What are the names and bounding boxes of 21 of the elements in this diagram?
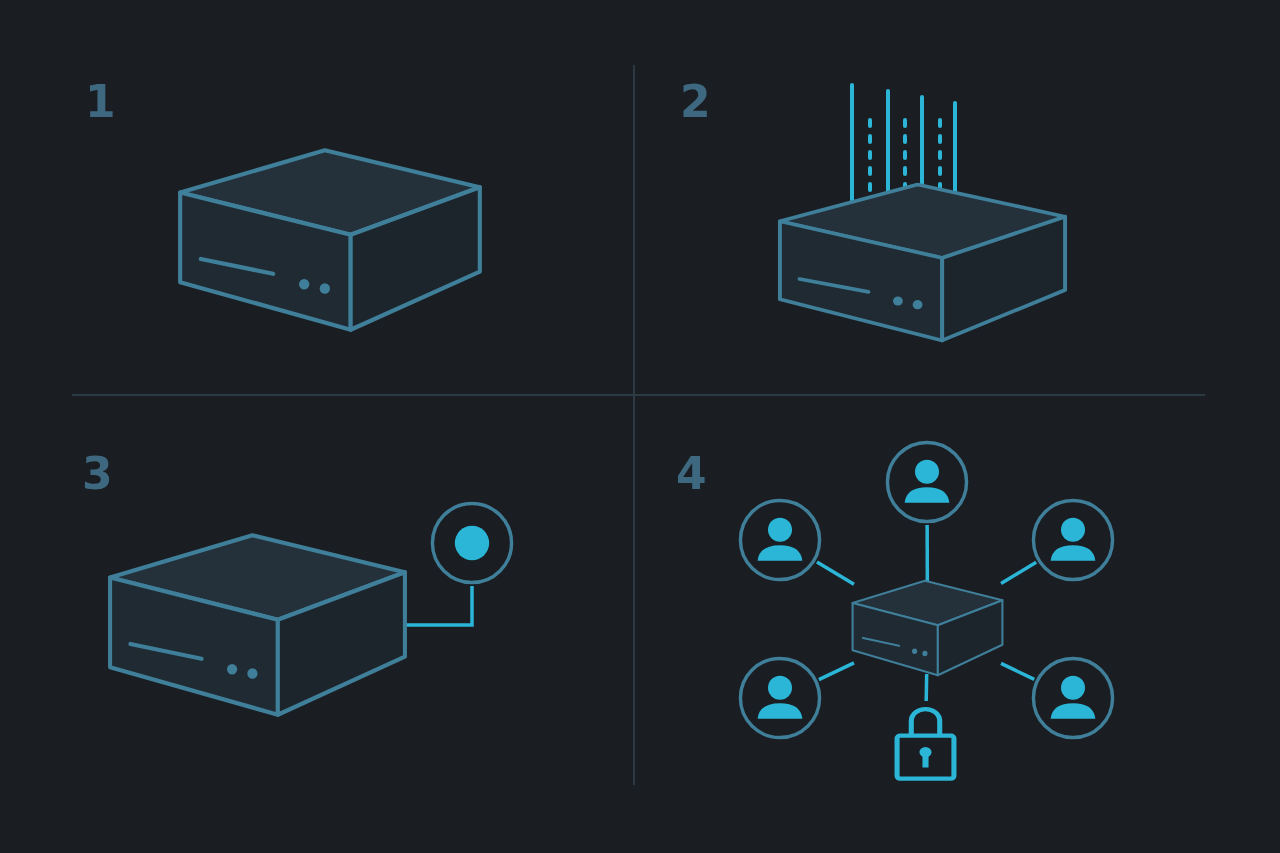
server-icon [175,145,485,335]
step-number: 2 [680,80,711,124]
connector-line [924,673,929,702]
connector-line [1000,661,1035,681]
user-icon [737,497,823,583]
server-icon [105,530,410,720]
connector-line [818,661,855,682]
user-icon [737,655,823,741]
connector-line [1000,560,1038,586]
step-number: 1 [85,80,116,124]
server-icon [850,578,1005,678]
step-number: 3 [82,452,113,496]
server-icon [775,180,1070,345]
user-icon [1030,655,1116,741]
user-icon [884,439,970,525]
user-icon [1030,497,1116,583]
step-number: 4 [676,452,707,496]
connector-line [406,586,474,627]
connector-line [925,525,930,582]
circle-node [429,500,515,586]
connector-line [816,560,855,586]
